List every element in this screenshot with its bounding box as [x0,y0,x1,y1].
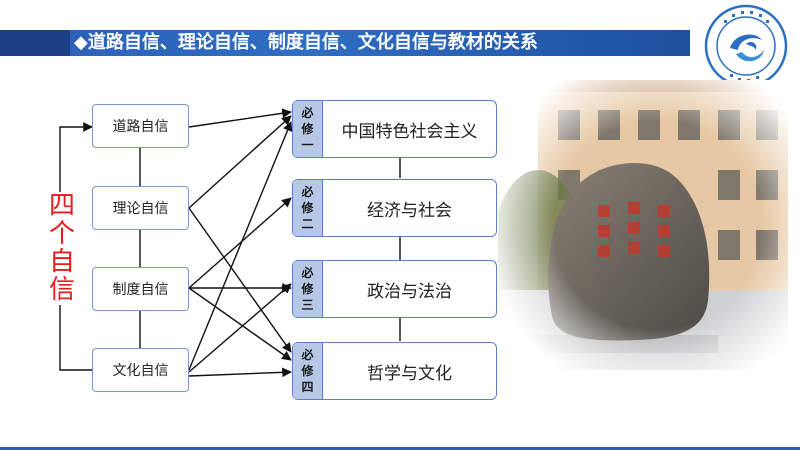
campus-stone-photo [498,80,788,370]
course-title: 政治与法治 [367,281,452,302]
school-logo-icon [704,4,788,88]
node-theory-confidence: 理论自信 [92,186,189,230]
course-title: 中国特色社会主义 [341,121,478,142]
node-culture-confidence: 文化自信 [92,348,189,392]
bracket-top-arrow [59,122,93,192]
course-tag: 必 修 二 [293,180,323,236]
course-title: 经济与社会 [367,200,452,221]
course-tag: 必 修 一 [293,101,323,157]
course-tag: 必 修 四 [293,343,323,399]
node-road-confidence: 道路自信 [92,104,189,148]
course-tag: 必 修 三 [293,261,323,317]
course-required-1: 必 修 一 中国特色社会主义 [292,100,497,158]
node-system-confidence: 制度自信 [92,267,189,311]
slide-title: ◆道路自信、理论自信、制度自信、文化自信与教材的关系 [74,32,538,53]
course-required-2: 必 修 二 经济与社会 [292,179,497,237]
course-required-3: 必 修 三 政治与法治 [292,260,497,318]
bracket-bottom [59,305,92,371]
header-accent [0,30,70,56]
bottom-divider [0,447,800,450]
course-required-4: 必 修 四 哲学与文化 [292,342,497,400]
four-confidences-label: 四 个 自 信 [46,192,78,304]
header-bar [0,30,690,56]
course-title: 哲学与文化 [367,363,452,384]
